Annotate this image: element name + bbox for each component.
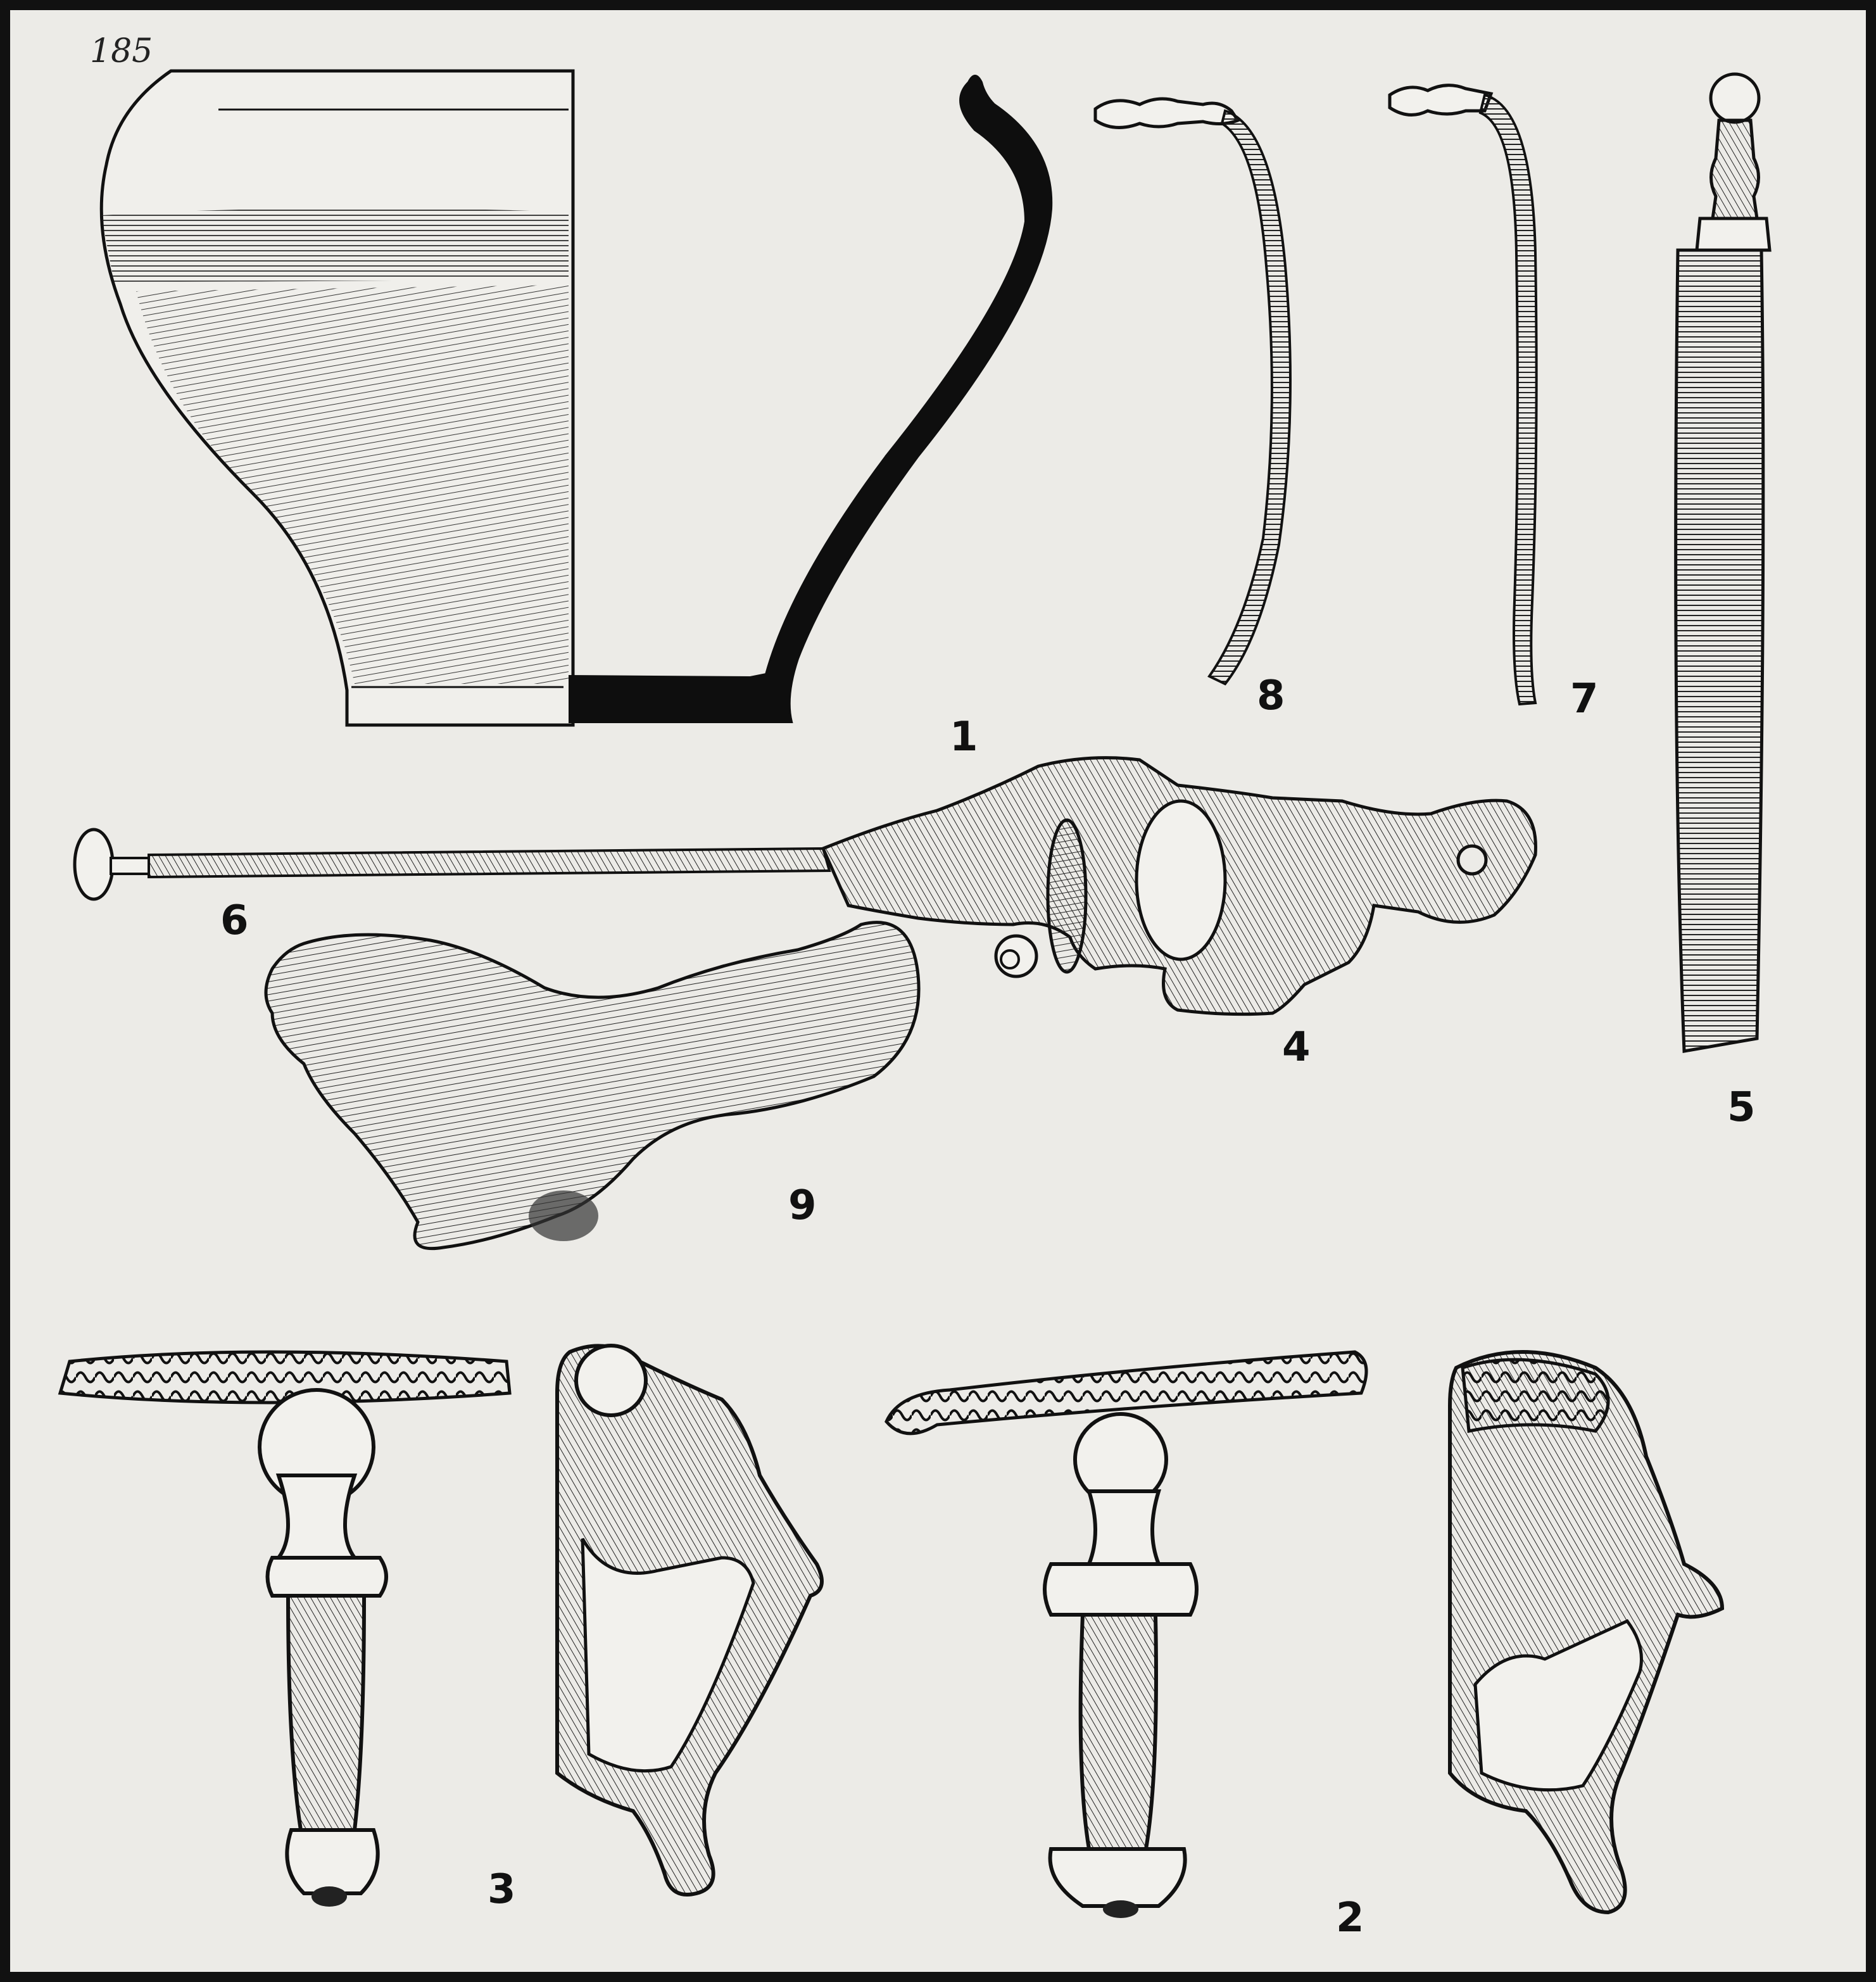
figure-8-pin — [1093, 97, 1292, 686]
figure-2-fibula-front — [884, 1350, 1368, 1918]
figure-label-5: 5 — [1727, 1084, 1756, 1131]
figure-2-fibula-side — [1448, 1350, 1725, 1915]
figure-4-fibula-fragment — [821, 756, 1537, 1016]
figure-3-fibula-side — [555, 1344, 824, 1897]
figure-label-8: 8 — [1257, 672, 1285, 719]
figure-5-pin — [1674, 72, 1772, 1053]
plate-number: 185 — [90, 32, 153, 70]
figure-label-1: 1 — [950, 714, 978, 761]
figure-label-4: 4 — [1282, 1024, 1311, 1071]
figure-3-fibula-front — [58, 1350, 512, 1907]
figure-label-9: 9 — [788, 1182, 817, 1229]
figure-label-6: 6 — [220, 897, 249, 944]
figure-7-pin — [1388, 84, 1538, 706]
figure-1-vessel — [99, 69, 1053, 727]
figure-9-fragment — [264, 921, 921, 1251]
figure-label-3: 3 — [488, 1866, 516, 1913]
figure-label-2: 2 — [1336, 1895, 1364, 1941]
figure-6-pin — [73, 828, 831, 901]
figure-label-7: 7 — [1570, 676, 1599, 723]
